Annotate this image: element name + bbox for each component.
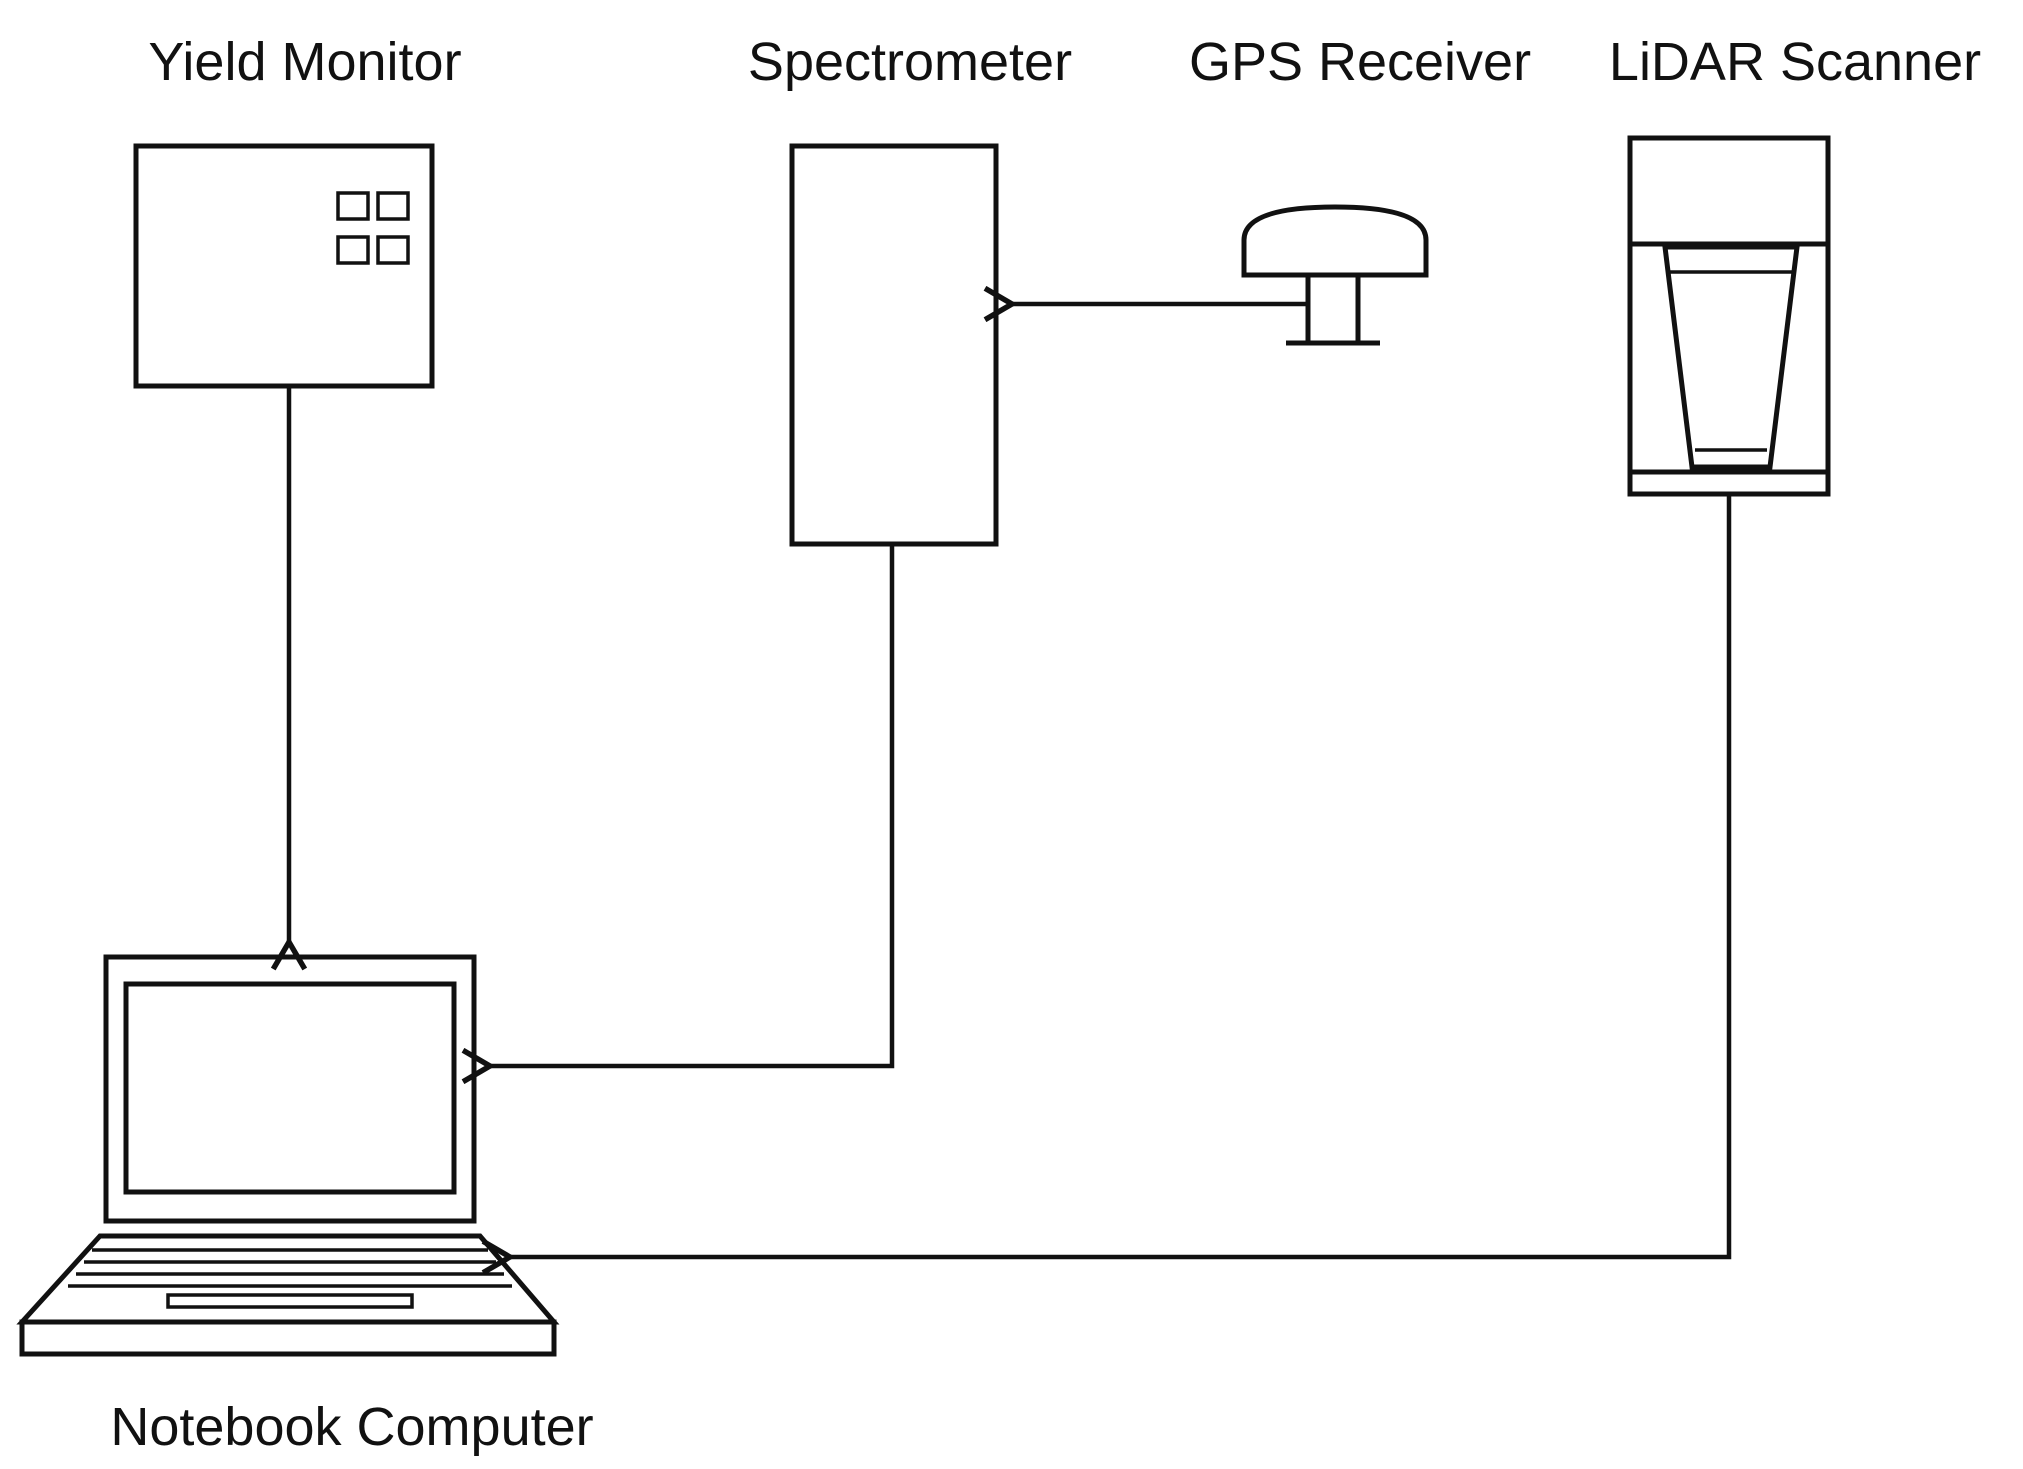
yield-monitor-label: Yield Monitor xyxy=(148,32,461,92)
spectrometer-label: Spectrometer xyxy=(748,32,1072,92)
lidar-scanner-label: LiDAR Scanner xyxy=(1609,32,1981,92)
yield-monitor-icon xyxy=(133,143,435,389)
notebook-computer-label: Notebook Computer xyxy=(110,1397,593,1457)
connector-spectrometer-to-notebook xyxy=(490,544,895,1066)
laptop-icon xyxy=(16,954,560,1357)
lidar-scanner-icon xyxy=(1627,135,1831,497)
gps-antenna-icon xyxy=(1241,204,1429,346)
connector-lidar-to-notebook xyxy=(510,494,1732,1257)
spectrometer-icon xyxy=(789,143,999,547)
gps-receiver-label: GPS Receiver xyxy=(1189,32,1531,92)
